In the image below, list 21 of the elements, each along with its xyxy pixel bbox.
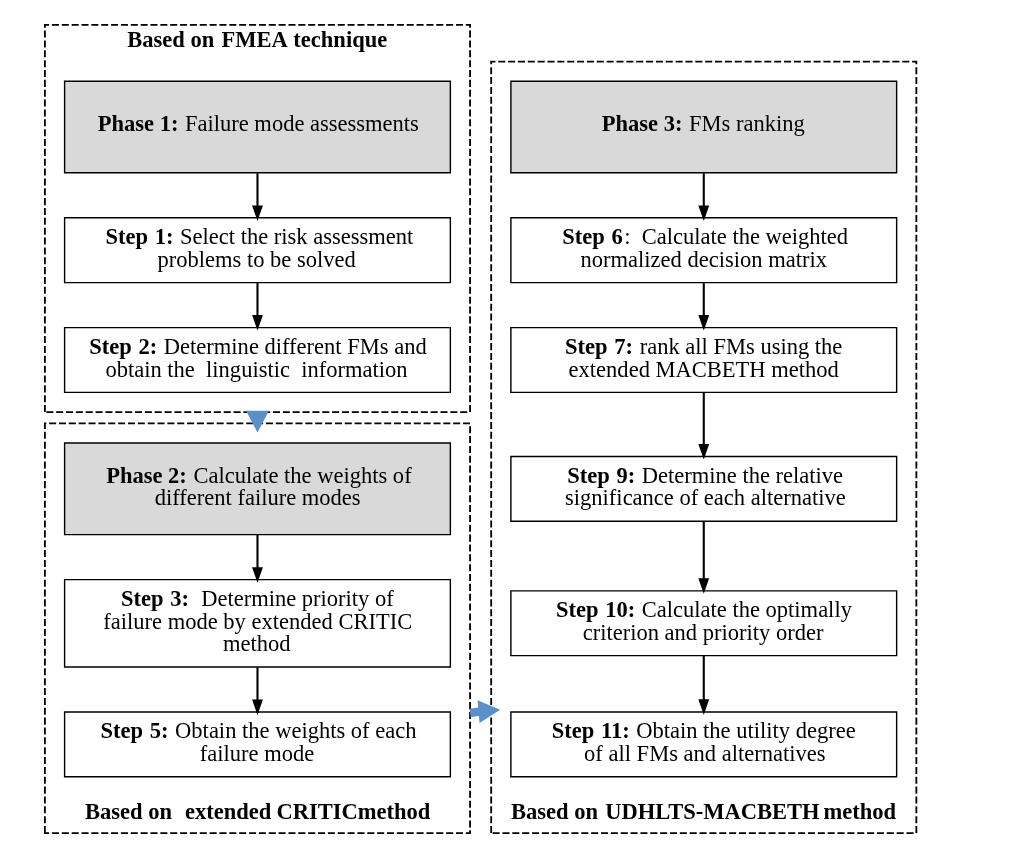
node-box: Step 6: Calculate the weighted normalized decision matrix [509,217,897,284]
arrow [697,521,709,594]
node-box: Step 3: Determine priority of failure mode by extended CRITIC method [63,578,451,668]
arrow [251,283,263,331]
arrow [697,173,709,221]
arrow [251,173,263,221]
arrow [697,392,709,460]
node-box: Step 1: Select the risk assessment problems to be solved [63,217,451,284]
node-box: Step 2: Determine different FMs and obtain the linguistic information [63,326,451,394]
arrow [697,283,709,331]
node-box: Phase 2: Calculate the weights of different failure modes [63,442,451,536]
node-box: Step 10: Calculate the optimally criterion and priority order [509,590,897,657]
node-box: Step 11: Obtain the utility degree of all FMs and alternatives [509,711,897,778]
node-box: Phase 3: FMs ranking [509,80,897,174]
arrow [251,534,263,583]
node-box: Step 7: rank all FMs using the extended MACBETH method [509,326,897,394]
arrow [251,667,263,715]
node-box: Step 9: Determine the relative significance of each alternative [509,455,897,522]
arrow [697,655,709,715]
node-box: Phase 1: Failure mode assessments [63,80,451,174]
node-box: Step 5: Obtain the weights of each failure mode [63,711,451,778]
